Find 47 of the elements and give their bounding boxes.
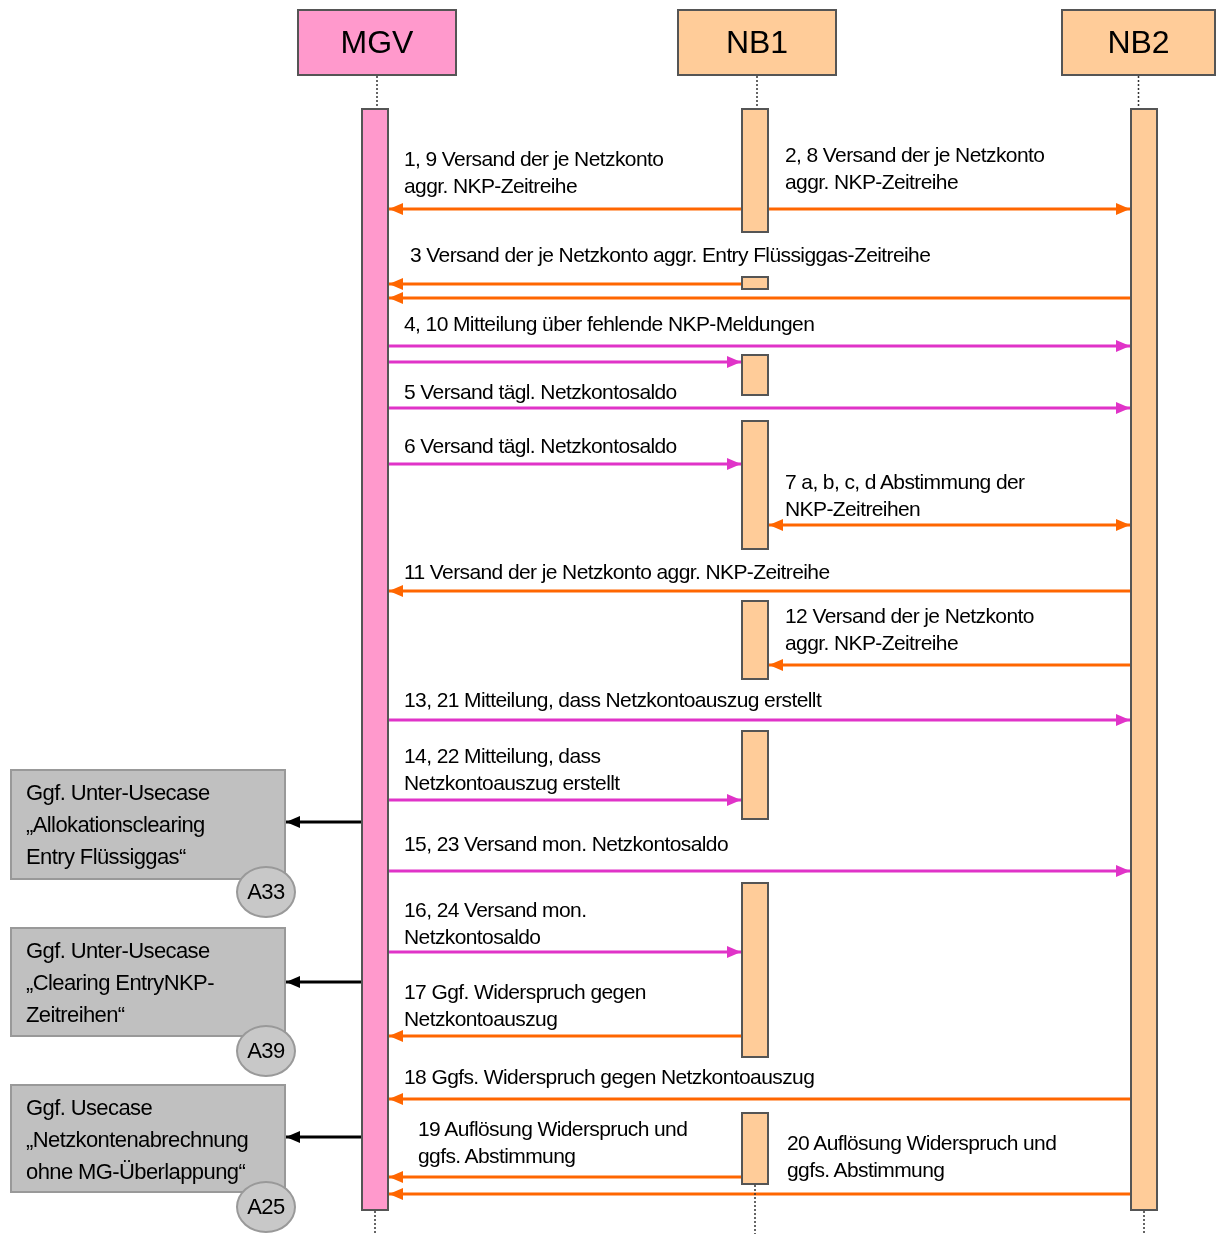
usecase-box: Ggf. Unter-Usecase „Clearing EntryNKP-Zeitreihen“ (10, 927, 286, 1037)
usecase-box: Ggf. Unter-Usecase „Allokationsclearing Entry Flüssiggas“ (10, 769, 286, 880)
arrow (389, 203, 741, 215)
lifeline (1137, 75, 1140, 109)
arrow (389, 1171, 741, 1183)
arrow (389, 714, 1130, 726)
activation-bar (1130, 108, 1158, 1211)
arrow (389, 585, 1130, 597)
arrow (389, 794, 741, 806)
lifeline (1143, 1210, 1145, 1234)
activation-bar (741, 276, 769, 290)
activation-bar (741, 420, 769, 550)
participant-box: NB2 (1061, 9, 1216, 76)
usecase-box: Ggf. Usecase „Netzkontenabrechnung ohne MG-Überlappung“ (10, 1084, 286, 1193)
arrow (389, 340, 1130, 352)
arrow (286, 1131, 361, 1143)
arrow (286, 976, 361, 988)
activation-bar (741, 1112, 769, 1185)
participant-box: MGV (297, 9, 457, 76)
arrow (389, 1030, 741, 1042)
arrow (389, 356, 741, 368)
activation-bar (741, 600, 769, 680)
lifeline (756, 75, 758, 109)
activation-bar (741, 354, 769, 396)
arrow (389, 278, 741, 290)
activation-bar (741, 730, 769, 820)
arrow (389, 1188, 1130, 1200)
lifeline (754, 1184, 756, 1234)
reference-circle: A25 (236, 1181, 296, 1233)
arrow (286, 816, 361, 828)
arrow (389, 865, 1130, 877)
arrow (769, 203, 1130, 215)
lifeline (374, 1210, 376, 1234)
arrow (389, 946, 741, 958)
activation-bar (741, 882, 769, 1058)
arrow (769, 659, 1130, 671)
participant-box: NB1 (677, 9, 837, 76)
lifeline (376, 75, 378, 109)
arrow (389, 292, 1130, 304)
arrow (389, 402, 1130, 414)
reference-circle: A39 (236, 1025, 296, 1077)
reference-circle: A33 (236, 866, 296, 918)
activation-bar (741, 108, 769, 233)
activation-bar (361, 108, 389, 1211)
arrow (389, 458, 741, 470)
arrow (389, 1093, 1130, 1105)
arrow (769, 519, 1130, 531)
